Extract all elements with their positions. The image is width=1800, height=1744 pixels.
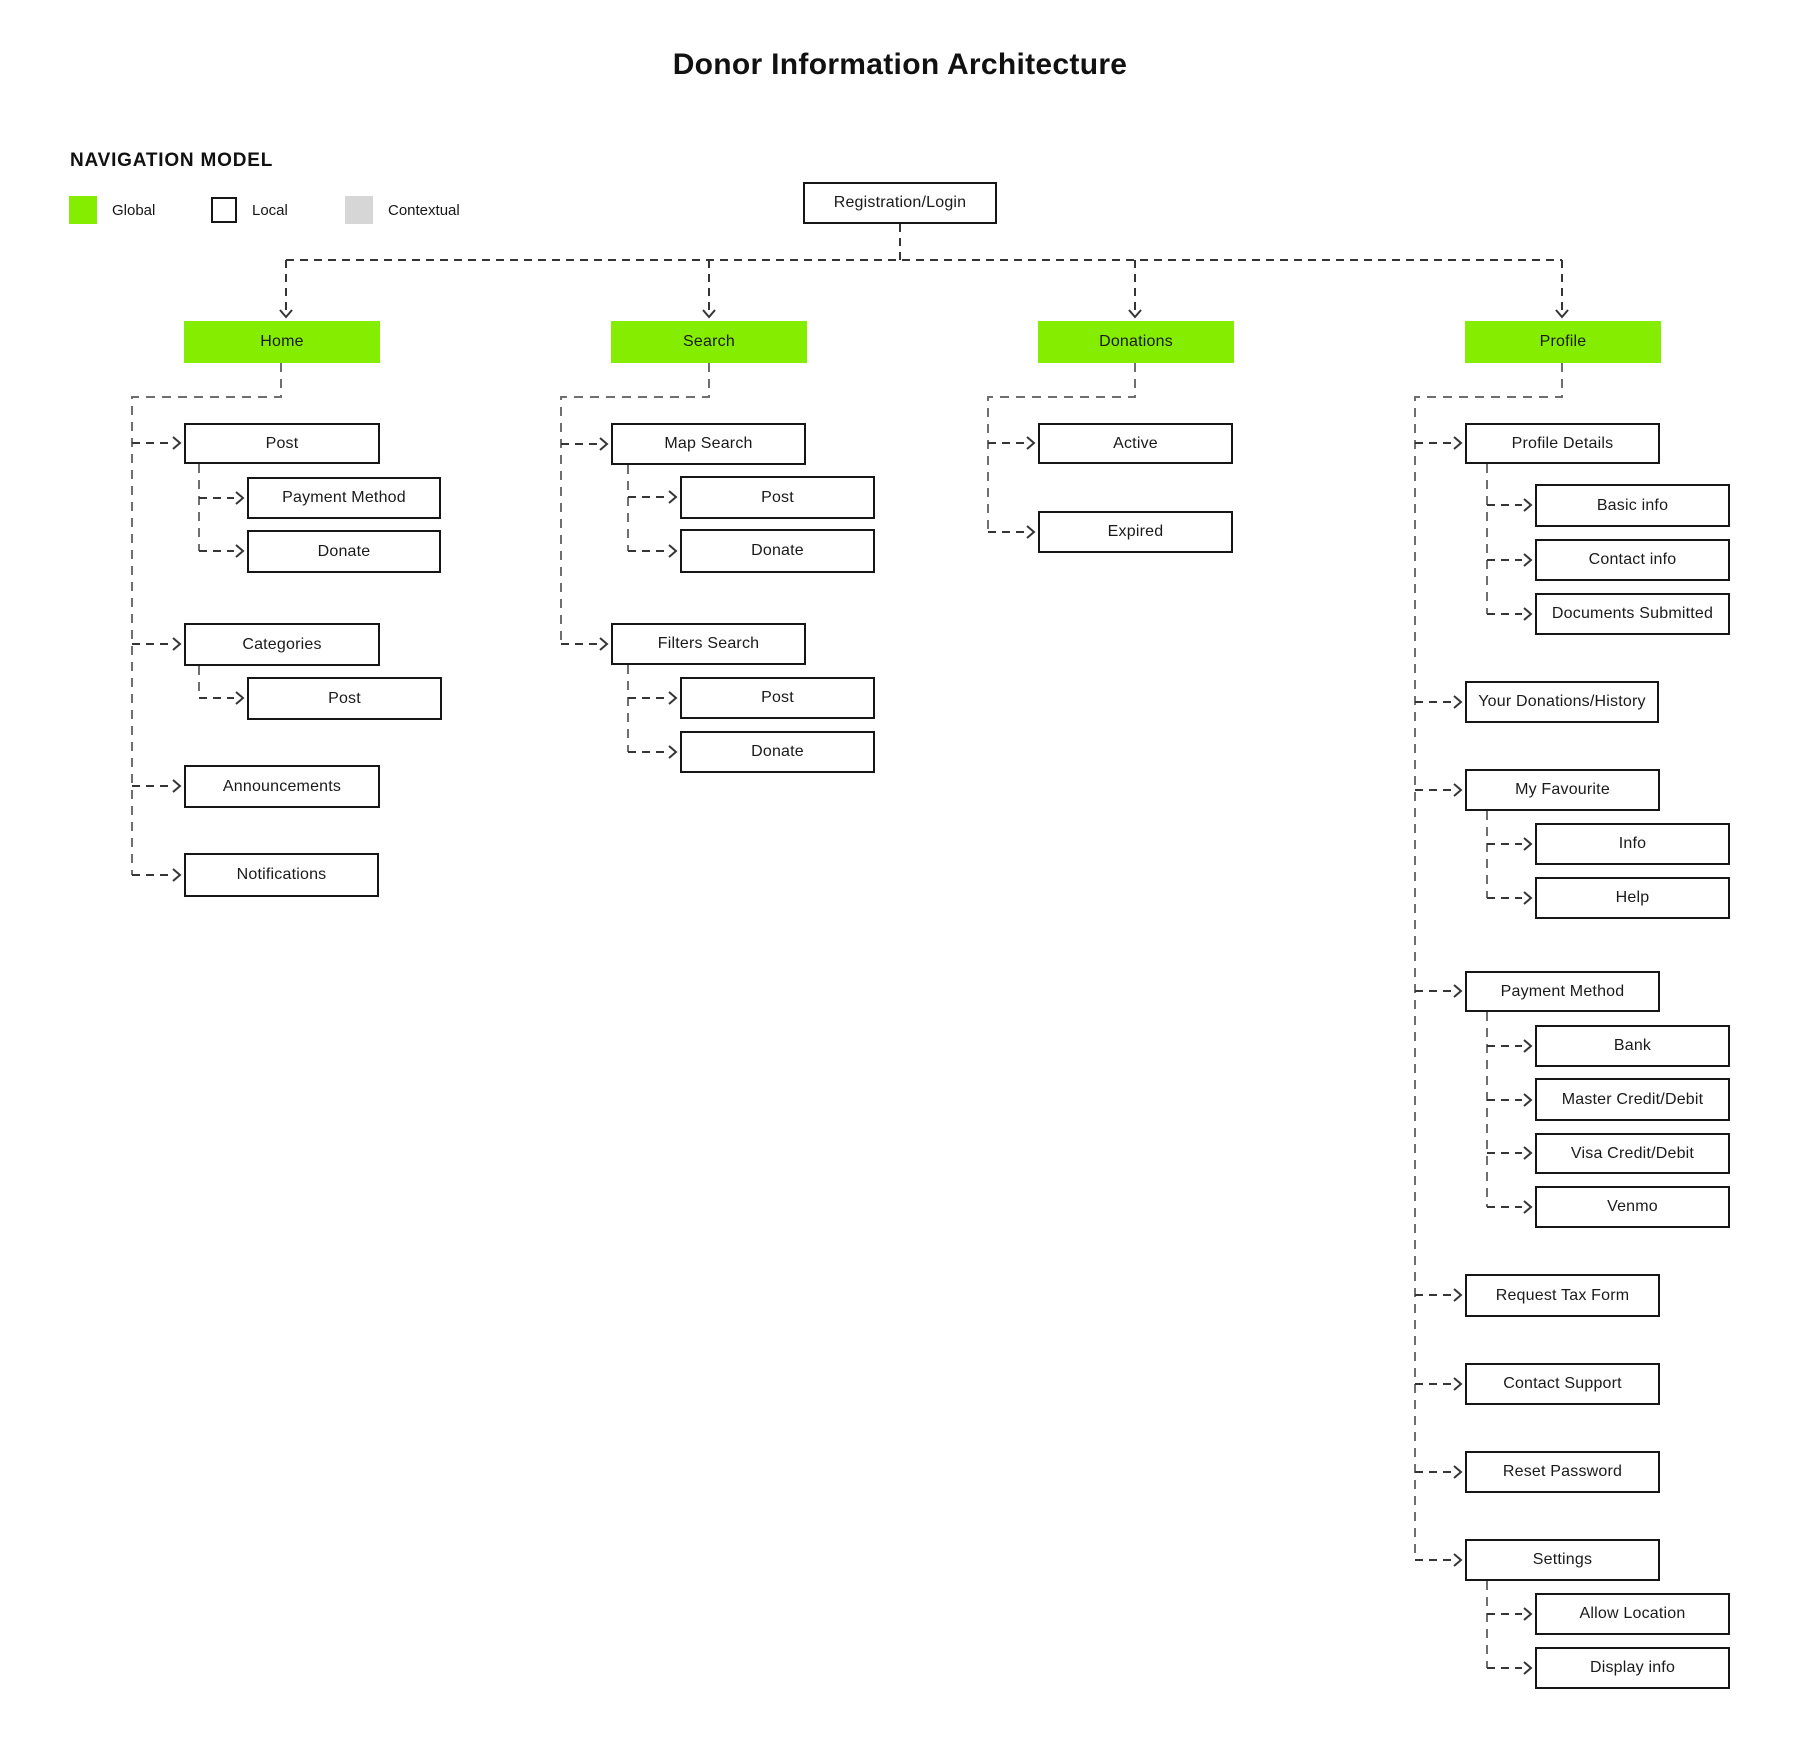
- node-home-post-payment-method: Payment Method: [247, 477, 441, 519]
- node-favourite-help: Help: [1535, 877, 1730, 919]
- legend-swatch-global: [69, 196, 97, 224]
- node-home-categories: Categories: [184, 623, 380, 666]
- node-my-favourite: My Favourite: [1465, 769, 1660, 811]
- node-payment-visa-credit-debit: Visa Credit/Debit: [1535, 1133, 1730, 1174]
- node-home-post-donate: Donate: [247, 530, 441, 573]
- legend-label-contextual: Contextual: [388, 201, 460, 219]
- node-documents-submitted: Documents Submitted: [1535, 593, 1730, 635]
- node-donations-active: Active: [1038, 423, 1233, 464]
- node-profile-details: Profile Details: [1465, 423, 1660, 464]
- legend-item-global: Global: [69, 196, 155, 224]
- section-spines: [131, 363, 1563, 1668]
- node-contact-support: Contact Support: [1465, 1363, 1660, 1405]
- legend-label-local: Local: [252, 201, 288, 219]
- node-settings-allow-location: Allow Location: [1535, 1593, 1730, 1635]
- node-registration-login: Registration/Login: [803, 182, 997, 224]
- node-settings-display-info: Display info: [1535, 1647, 1730, 1689]
- node-payment-master-credit-debit: Master Credit/Debit: [1535, 1078, 1730, 1121]
- legend-label-global: Global: [112, 201, 156, 219]
- node-home-categories-post: Post: [247, 677, 442, 720]
- node-reset-password: Reset Password: [1465, 1451, 1660, 1493]
- top-level-connectors: [279, 224, 1569, 319]
- legend-swatch-contextual: [345, 196, 373, 224]
- node-home-notifications: Notifications: [184, 853, 379, 897]
- node-contact-info: Contact info: [1535, 539, 1730, 581]
- node-home-announcements: Announcements: [184, 765, 380, 808]
- node-search: Search: [611, 321, 807, 363]
- node-map-search: Map Search: [611, 423, 806, 465]
- node-home-post: Post: [184, 423, 380, 464]
- node-filters-search: Filters Search: [611, 623, 806, 665]
- node-home: Home: [184, 321, 380, 363]
- node-filters-search-donate: Donate: [680, 731, 875, 773]
- node-donations: Donations: [1038, 321, 1234, 363]
- node-profile: Profile: [1465, 321, 1661, 363]
- legend-heading: NAVIGATION MODEL: [70, 150, 274, 171]
- node-favourite-info: Info: [1535, 823, 1730, 865]
- node-profile-payment-method: Payment Method: [1465, 971, 1660, 1012]
- node-settings: Settings: [1465, 1539, 1660, 1581]
- node-map-search-donate: Donate: [680, 529, 875, 573]
- legend-swatch-local: [211, 197, 237, 223]
- node-basic-info: Basic info: [1535, 484, 1730, 527]
- branch-connectors: [132, 436, 1533, 1675]
- node-request-tax-form: Request Tax Form: [1465, 1274, 1660, 1317]
- node-payment-venmo: Venmo: [1535, 1186, 1730, 1228]
- legend-item-local: Local: [211, 197, 288, 223]
- page-title: Donor Information Architecture: [672, 48, 1128, 81]
- node-map-search-post: Post: [680, 476, 875, 519]
- node-payment-bank: Bank: [1535, 1025, 1730, 1067]
- node-filters-search-post: Post: [680, 677, 875, 719]
- legend-item-contextual: Contextual: [345, 196, 460, 224]
- node-your-donations-history: Your Donations/History: [1465, 681, 1659, 723]
- node-donations-expired: Expired: [1038, 511, 1233, 553]
